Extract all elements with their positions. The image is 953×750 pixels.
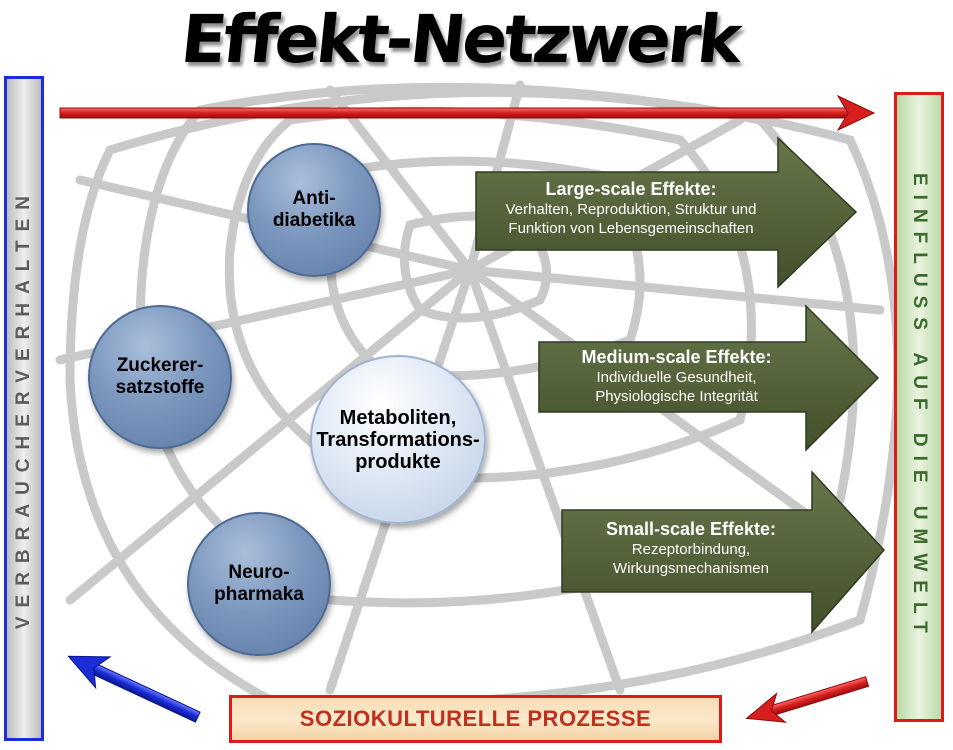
environment-impact-box: EINFLUSS AUF DIE UMWELT — [894, 92, 944, 722]
circle-neuropharmaka: Neuro- pharmaka — [187, 512, 331, 656]
circle-zuckerersatzstoffe: Zuckerer- satzstoffe — [88, 305, 232, 449]
circle-antidiabetika: Anti- diabetika — [247, 143, 381, 277]
small-scale-line2: Wirkungsmechanismen — [613, 560, 769, 577]
large-scale-line2: Funktion von Lebensgemeinschaften — [508, 220, 754, 237]
large-scale-arrow — [475, 136, 858, 289]
large-scale-heading: Large-scale Effekte: — [545, 179, 717, 199]
bottom-red-arrow — [745, 676, 870, 723]
consumer-behaviour-box: VERBRAUCHERVERHALTEN — [4, 76, 44, 741]
medium-scale-arrow — [538, 304, 880, 452]
large-scale-text: Large-scale Effekte: Verhalten, Reproduk… — [476, 178, 786, 238]
small-scale-arrow — [561, 470, 886, 634]
medium-scale-text: Medium-scale Effekte: Individuelle Gesun… — [539, 346, 814, 406]
environment-impact-label: EINFLUSS AUF DIE UMWELT — [909, 172, 930, 642]
large-scale-line1: Verhalten, Reproduktion, Struktur und — [505, 201, 757, 218]
blue-arrow — [67, 655, 201, 723]
circle-metaboliten: Metaboliten, Transformations- produkte — [310, 355, 486, 524]
consumer-behaviour-label: VERBRAUCHERVERHALTEN — [13, 187, 34, 630]
medium-scale-line2: Physiologische Integrität — [595, 388, 758, 405]
small-scale-line1: Rezeptorbindung, — [631, 541, 751, 558]
small-scale-heading: Small-scale Effekte: — [605, 519, 777, 539]
medium-scale-heading: Medium-scale Effekte: — [581, 347, 772, 367]
top-red-arrow — [59, 94, 876, 132]
sociocultural-processes-box: SOZIOKULTURELLE PROZESSE — [229, 695, 722, 743]
medium-scale-line1: Individuelle Gesundheit, — [596, 369, 757, 386]
small-scale-text: Small-scale Effekte: Rezeptorbindung, Wi… — [562, 518, 820, 578]
sociocultural-processes-label: SOZIOKULTURELLE PROZESSE — [299, 706, 652, 731]
